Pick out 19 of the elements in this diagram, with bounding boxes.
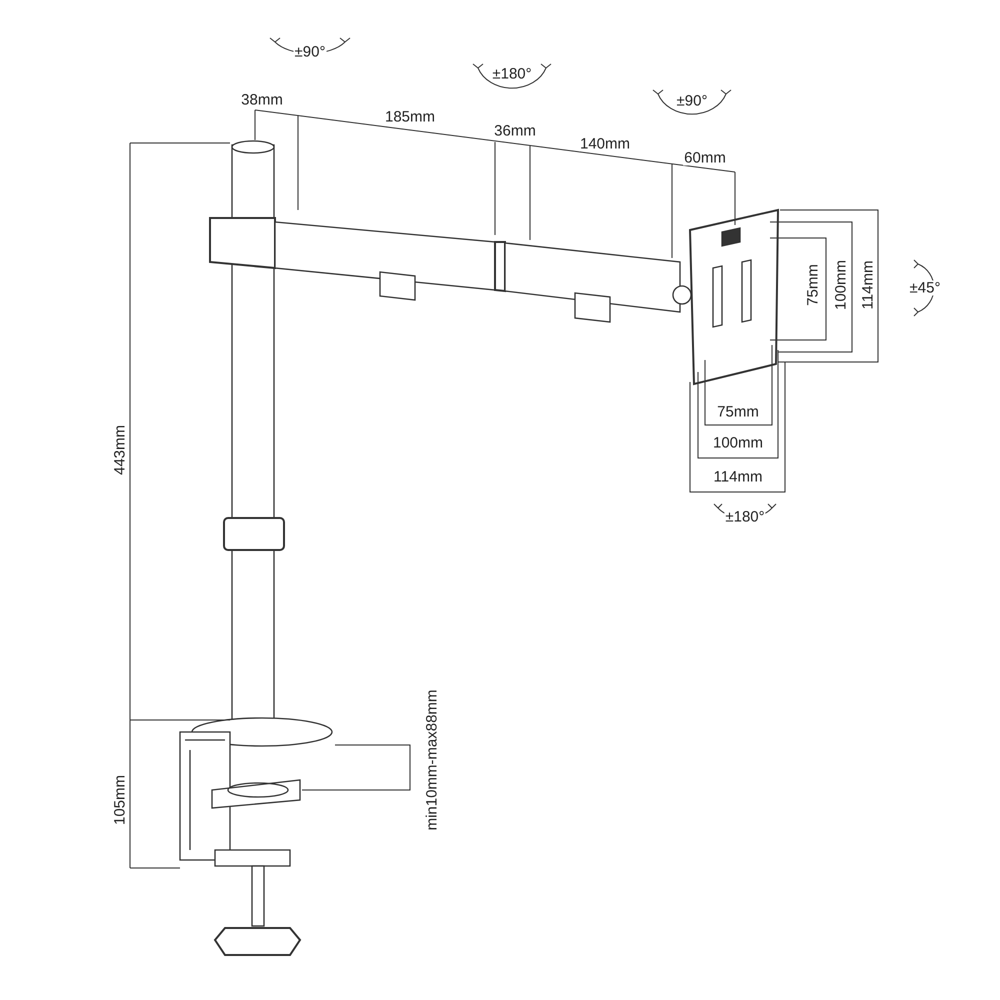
rotation-angle: ±90° [676, 94, 708, 108]
rotation-angle: ±180° [491, 66, 533, 82]
dimension-label: 185mm [384, 110, 436, 124]
dimension-label: 114mm [712, 470, 764, 484]
rotation-angle: ±90° [294, 44, 326, 60]
dimension-label: min10mm-max88mm [424, 688, 440, 832]
dimension-label: 60mm [683, 150, 727, 166]
dimension-label: 38mm [240, 92, 284, 108]
dimension-label: 100mm [712, 436, 764, 450]
dimension-label: 443mm [112, 424, 128, 476]
dimension-label: 75mm [806, 263, 820, 307]
dimension-label: 140mm [578, 136, 632, 152]
dimension-label: 36mm [493, 124, 537, 138]
rotation-angle: ±180° [724, 510, 766, 524]
dimension-label: 75mm [716, 404, 760, 420]
dimension-label: 114mm [860, 260, 876, 310]
dimension-label: 105mm [112, 774, 128, 826]
rotation-angle: ±45° [908, 280, 942, 296]
dimension-label: 100mm [834, 258, 848, 312]
